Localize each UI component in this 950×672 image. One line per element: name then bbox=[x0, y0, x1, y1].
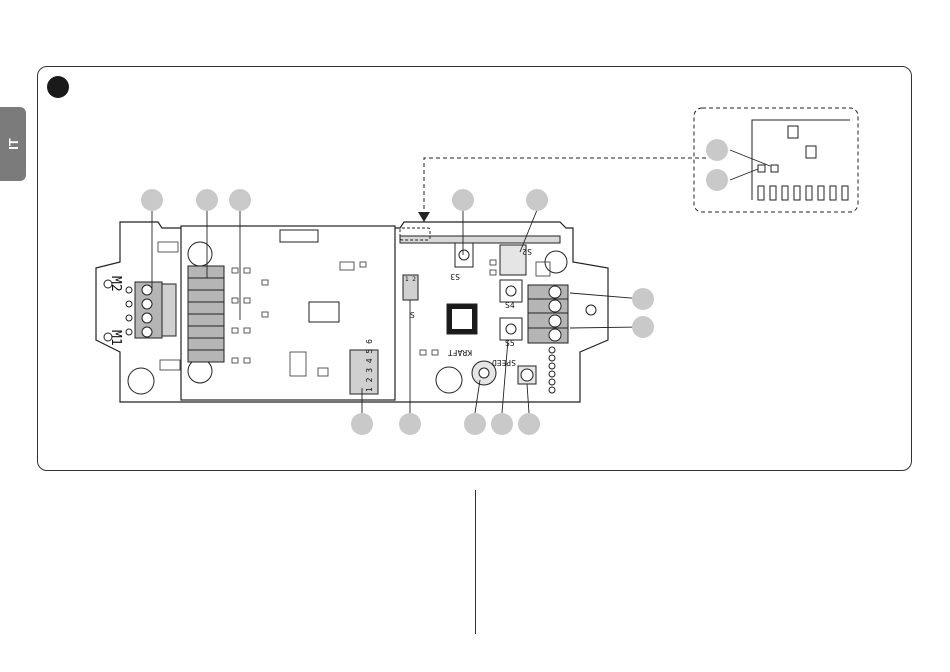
callout-marker bbox=[464, 413, 486, 435]
s2-dip-switch bbox=[500, 245, 526, 275]
card-connector bbox=[280, 230, 318, 242]
callout-marker bbox=[141, 189, 163, 211]
callout-marker bbox=[526, 189, 548, 211]
power-terminal-block bbox=[528, 285, 568, 343]
microcontroller-chip bbox=[447, 304, 477, 334]
radio-connector bbox=[400, 236, 560, 243]
dip-switch-numbers: 1 2 3 4 5 6 bbox=[365, 339, 374, 392]
callout-marker bbox=[229, 189, 251, 211]
callout-marker bbox=[632, 288, 654, 310]
callout-marker bbox=[452, 189, 474, 211]
selector-s-label: S bbox=[410, 311, 415, 320]
kraft-label: KRAFT bbox=[448, 348, 472, 357]
callout-marker bbox=[706, 139, 728, 161]
callout-marker bbox=[706, 169, 728, 191]
s-dip-numbers: 1 2 bbox=[405, 276, 416, 283]
callout-marker bbox=[196, 189, 218, 211]
motor-label-m1: M1 bbox=[108, 330, 123, 346]
callout-marker bbox=[491, 413, 513, 435]
s5-label: S5 bbox=[505, 339, 515, 348]
s4-label: S4 bbox=[505, 301, 515, 310]
s3-label: S3 bbox=[450, 272, 460, 281]
input-terminal-block bbox=[188, 266, 224, 362]
s2-label: S2 bbox=[522, 247, 532, 256]
callout-marker bbox=[632, 316, 654, 338]
card-ic bbox=[309, 302, 339, 322]
speed-label: SPEED bbox=[492, 358, 516, 367]
motor-label-m2: M2 bbox=[108, 276, 123, 292]
callout-marker bbox=[518, 413, 540, 435]
callout-marker bbox=[351, 413, 373, 435]
callout-marker bbox=[399, 413, 421, 435]
